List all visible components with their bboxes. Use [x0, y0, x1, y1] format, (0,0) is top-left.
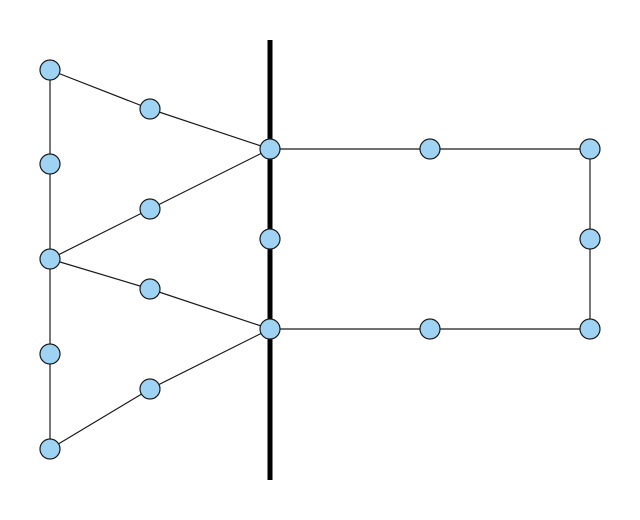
- node-a-midleft-mid: [139, 198, 161, 220]
- node-a-midright-mid: [139, 278, 161, 300]
- nodes-layer: [39, 59, 601, 460]
- node-hub-bottom: [259, 318, 281, 340]
- edge-l-mid-to-a-midright-mid: [49, 258, 151, 290]
- node-hub-top: [259, 138, 281, 160]
- node-hub-mid: [259, 228, 281, 250]
- node-l-mid: [39, 248, 61, 270]
- node-a-bottom-mid: [139, 378, 161, 400]
- node-r-top-mid: [419, 138, 441, 160]
- edge-l-bottom-to-a-bottom-mid: [49, 388, 151, 450]
- node-a-top-mid: [139, 98, 161, 120]
- node-r-bottom-mid: [419, 318, 441, 340]
- edge-a-bottom-mid-to-hub-bottom: [149, 328, 271, 390]
- node-l-lower: [39, 343, 61, 365]
- edge-a-midright-mid-to-hub-bottom: [149, 288, 271, 330]
- edge-a-midleft-mid-to-hub-top: [149, 148, 271, 210]
- edge-l-mid-to-a-midleft-mid: [49, 208, 151, 260]
- node-l-bottom: [39, 438, 61, 460]
- node-l-top: [39, 59, 61, 81]
- node-r-top-corner: [579, 138, 601, 160]
- edge-l-top-to-a-top-mid: [49, 69, 151, 110]
- edges-layer: [49, 69, 591, 450]
- node-r-mid-right: [579, 228, 601, 250]
- node-l-upper: [39, 153, 61, 175]
- node-r-bottom-corner: [579, 318, 601, 340]
- edge-a-top-mid-to-hub-top: [149, 108, 271, 150]
